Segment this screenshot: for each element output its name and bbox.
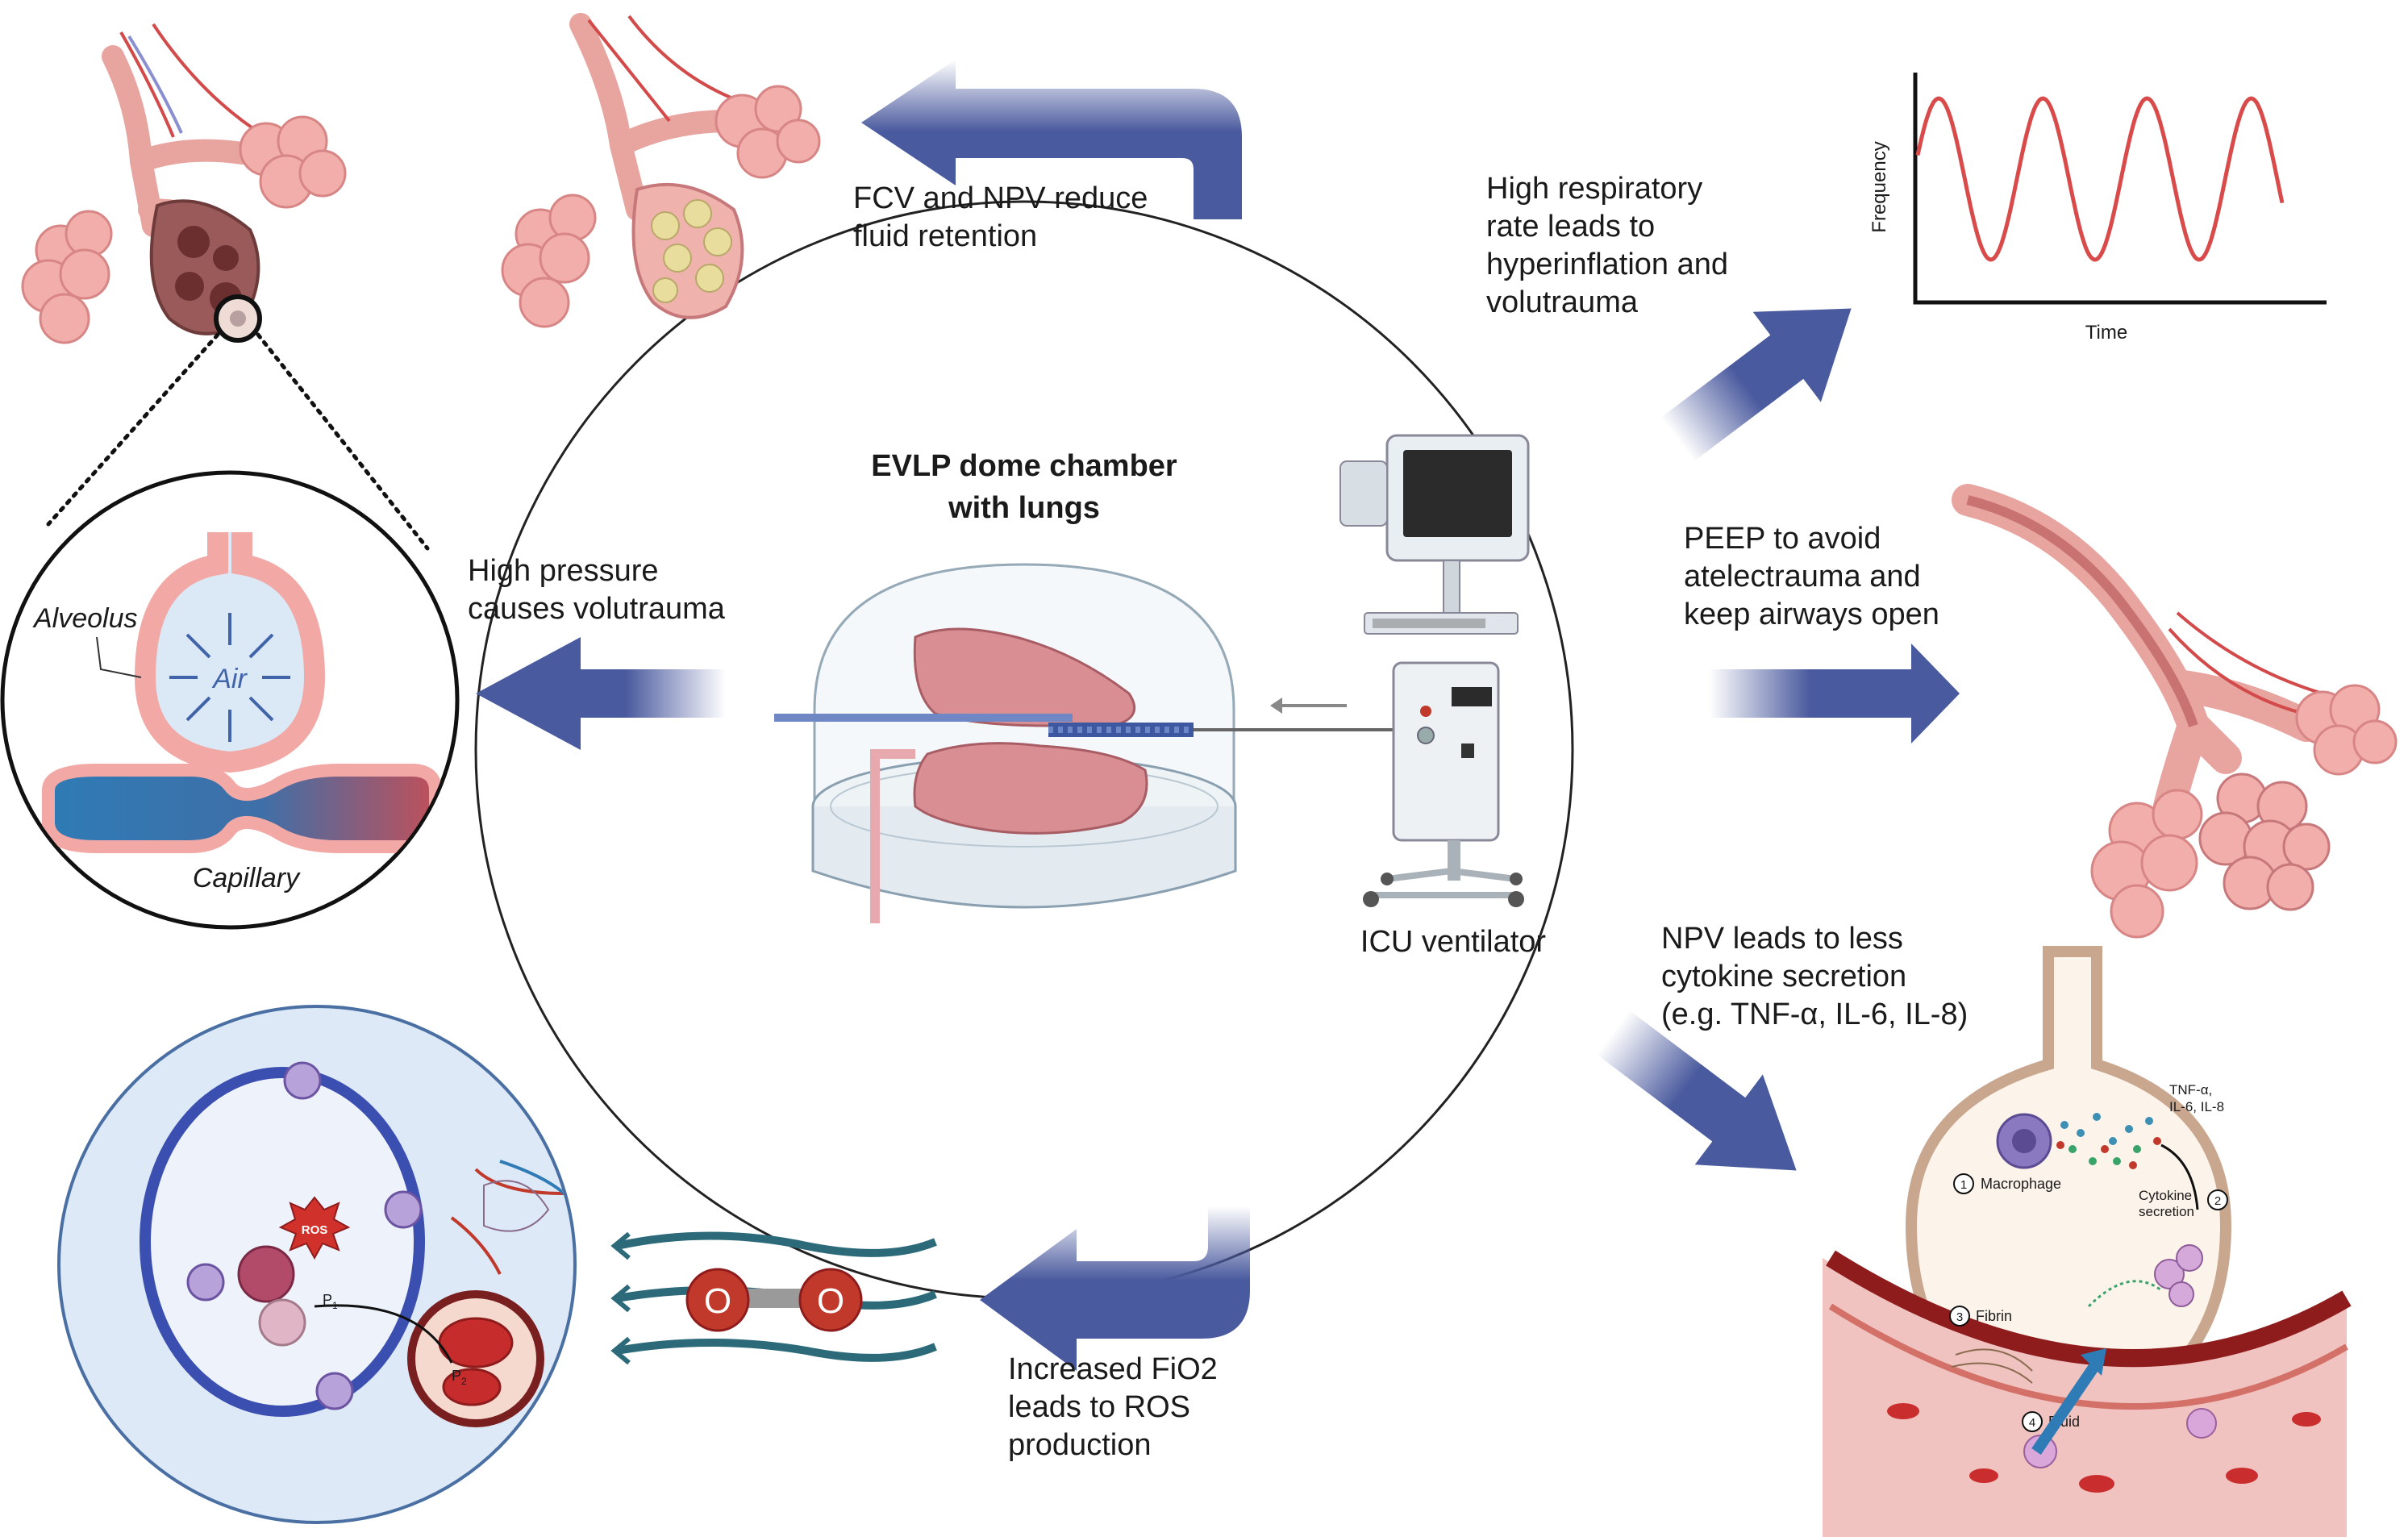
donor-lungs	[913, 627, 1194, 835]
lung-bronchiole-damaged	[21, 23, 347, 344]
caption-fio2-2: leads to ROS	[1008, 1390, 1190, 1424]
oxygen-molecule: O O	[610, 1231, 937, 1365]
oxygen-atom-right: O	[817, 1281, 844, 1321]
caption-fio2-3: production	[1008, 1428, 1151, 1462]
center-title-line1: EVLP dome chamber	[871, 449, 1177, 483]
ventilator-label: ICU ventilator	[1360, 925, 1547, 959]
arrow-peep	[1710, 644, 1960, 744]
central-circle: EVLP dome chamber with lungs	[474, 200, 1574, 1300]
chart-xlabel: Time	[2085, 322, 2127, 344]
caption-cytokine-1: NPV leads to less	[1661, 922, 1903, 956]
step2-number: 2	[2214, 1194, 2221, 1208]
chart-ylabel: Frequency	[1868, 141, 1890, 232]
lung-open-airway	[1952, 484, 2398, 939]
zoom-lines	[46, 332, 430, 551]
step3-number: 3	[1956, 1310, 1963, 1324]
capillary-label: Capillary	[193, 863, 301, 893]
alveolus-label: Alveolus	[32, 603, 138, 634]
caption-resp-3: hyperinflation and	[1486, 248, 1728, 281]
caption-cytokine-3: (e.g. TNF-α, IL-6, IL-8)	[1661, 998, 1968, 1031]
p1-label: P1	[323, 1292, 338, 1311]
caption-resp-2: rate leads to	[1486, 210, 1655, 244]
caption-resp-1: High respiratory	[1486, 172, 1702, 206]
inflammation-inset: TNF-α, IL-6, IL-8 1 Macrophage 2 Cytokin…	[1823, 946, 2352, 1537]
caption-fluid-1: FCV and NPV reduce	[853, 181, 1148, 215]
caption-fio2-1: Increased FiO2	[1008, 1352, 1218, 1386]
arrow-fluid-retention	[861, 60, 1242, 219]
cytokines-label-1: TNF-α,	[2169, 1082, 2212, 1098]
cytokines-label-2: IL-6, IL-8	[2169, 1099, 2224, 1114]
caption-pressure-2: causes volutrauma	[468, 592, 726, 626]
step2-label-2: secretion	[2139, 1204, 2194, 1219]
arrow-respiratory-rate	[1660, 308, 1852, 462]
arrow-fio2	[980, 1206, 1250, 1371]
frequency-chart: Frequency Time	[1868, 73, 2327, 344]
chart-axes	[1913, 73, 2327, 305]
caption-peep-1: PEEP to avoid	[1684, 522, 1881, 556]
pressure-arrows	[169, 613, 290, 742]
p2-label: P2	[452, 1368, 467, 1387]
oxygen-atom-left: O	[704, 1281, 731, 1321]
outflow-tube	[870, 749, 915, 923]
step1-label: Macrophage	[1981, 1176, 2061, 1192]
alveolus-inset: Air Alveolus Capillary	[0, 470, 460, 930]
caption-peep-2: atelectrauma and	[1684, 560, 1921, 594]
step2-label-1: Cytokine	[2139, 1188, 2192, 1203]
ros-inset: ROS P1 P2	[57, 1005, 577, 1524]
caption-fluid-2: fluid retention	[853, 219, 1037, 253]
caption-peep-3: keep airways open	[1684, 598, 1939, 631]
center-title-line2: with lungs	[948, 491, 1100, 525]
macrophage-icon	[1996, 1113, 2052, 1169]
lung-fluid-retention	[501, 13, 821, 328]
step3-label: Fibrin	[1976, 1308, 2012, 1324]
ros-burst-icon	[278, 1196, 351, 1260]
step4-number: 4	[2029, 1416, 2035, 1430]
air-label: Air	[211, 664, 248, 694]
chart-wave	[1915, 96, 2285, 262]
ros-label: ROS	[302, 1223, 328, 1237]
caption-cytokine-2: cytokine secretion	[1661, 960, 1906, 993]
arrow-high-pressure	[476, 637, 726, 750]
arrow-cytokine	[1596, 1010, 1797, 1171]
caption-resp-4: volutrauma	[1486, 285, 1639, 319]
icu-ventilator	[1339, 434, 1530, 907]
step1-number: 1	[1960, 1178, 1967, 1192]
caption-pressure-1: High pressure	[468, 554, 659, 588]
